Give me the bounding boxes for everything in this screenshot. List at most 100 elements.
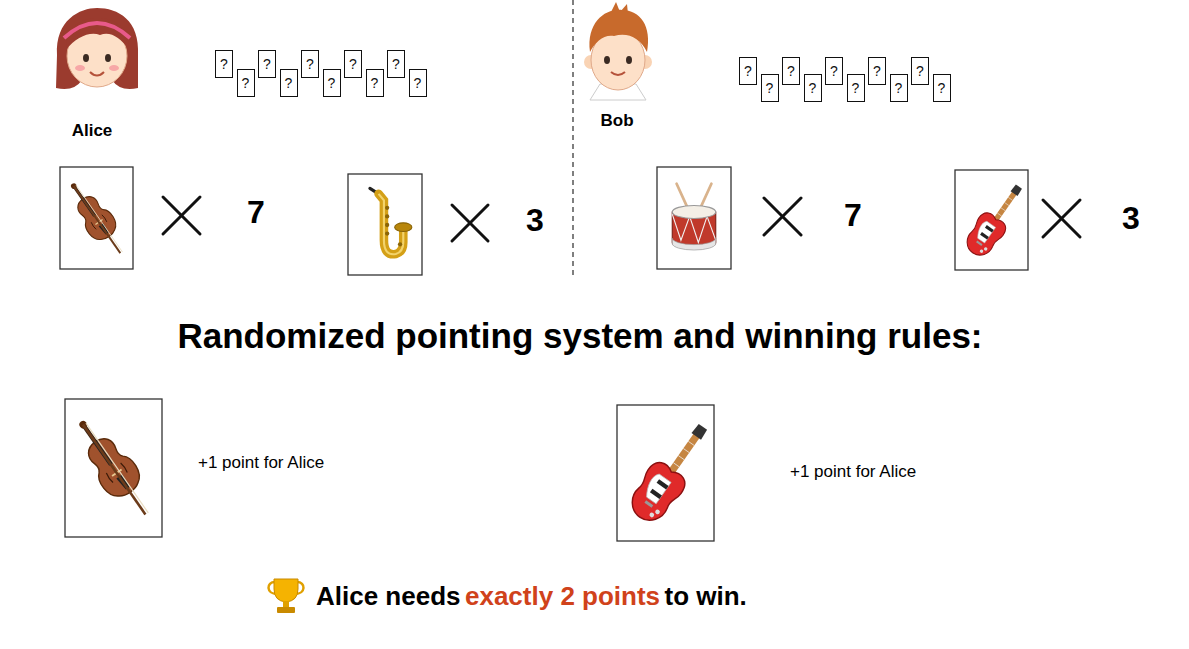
- bob-avatar: [604, 56, 610, 64]
- violin-card: [60, 175, 122, 253]
- win-line: Alice needsexactly 2 pointsto win.: [316, 581, 747, 612]
- times-sign: [452, 205, 488, 241]
- alice-avatar: [105, 54, 111, 62]
- hidden-card: ?: [387, 50, 405, 78]
- hidden-card: ?: [739, 57, 757, 85]
- hidden-card: ?: [301, 50, 319, 78]
- trophy-icon: [274, 579, 298, 602]
- win-condition-wrap: Alice needs: [316, 581, 461, 612]
- win-condition: to win.: [665, 581, 747, 612]
- card-mark: ?: [852, 81, 860, 95]
- hidden-card: ?: [215, 50, 233, 78]
- trophy-icon: [283, 601, 289, 607]
- card-mark: ?: [938, 81, 946, 95]
- card-count: 7: [844, 197, 862, 234]
- times-sign: [764, 198, 801, 235]
- times-sign: [163, 197, 1080, 241]
- guitar-rule-card: [623, 415, 719, 529]
- hidden-card: ?: [344, 50, 362, 78]
- card-mark: ?: [220, 57, 228, 71]
- card-count: 3: [1122, 200, 1140, 237]
- win-condition-wrap: to win.: [665, 581, 747, 612]
- card-count: 7: [247, 194, 265, 231]
- card-mark: ?: [787, 64, 795, 78]
- hidden-card: ?: [868, 57, 886, 85]
- guitar-card: [960, 178, 1031, 261]
- violin-rule-card: [65, 410, 148, 514]
- card-mark: ?: [242, 76, 250, 90]
- rule-text-wrap: +1 point for Alice: [198, 453, 324, 473]
- bob-avatar: [611, 72, 625, 75]
- bob-avatar: [626, 56, 632, 64]
- times-sign: [1043, 200, 1080, 237]
- win-highlight: exactly 2 points: [465, 581, 660, 612]
- title-wrap: Randomized pointing system and winning r…: [177, 316, 982, 356]
- card-mark: ?: [371, 76, 379, 90]
- title: Randomized pointing system and winning r…: [177, 316, 982, 356]
- card-count-wrap: 7: [247, 194, 265, 231]
- card-mark: ?: [895, 81, 903, 95]
- hidden-card: ?: [782, 57, 800, 85]
- alice-avatar: [83, 54, 89, 62]
- guitar-rule-card: [617, 405, 720, 541]
- alice-avatar: [56, 8, 138, 89]
- card-count-wrap: 3: [1122, 200, 1140, 237]
- saxophone-card: [348, 174, 422, 275]
- alice-avatar: [75, 65, 85, 71]
- card-mark: ?: [830, 64, 838, 78]
- trophy-icon: [268, 579, 303, 613]
- card-mark: ?: [328, 76, 336, 90]
- rule-text: +1 point for Alice: [198, 453, 324, 473]
- guitar-card: [955, 170, 1031, 270]
- times-sign: [1043, 200, 1080, 237]
- rule-text: +1 point for Alice: [790, 462, 916, 482]
- player-name-wrap: Alice: [72, 121, 113, 141]
- hidden-card: ?: [237, 69, 255, 97]
- card-count-wrap: 7: [844, 197, 862, 234]
- violin-rule-card: [65, 399, 162, 537]
- card-mark: ?: [873, 64, 881, 78]
- win-condition: Alice needs: [316, 581, 461, 612]
- saxophone-card: [348, 174, 422, 275]
- card-mark: ?: [414, 76, 422, 90]
- card-mark: ?: [766, 81, 774, 95]
- hidden-card: ?: [825, 57, 843, 85]
- drum-card: [657, 167, 731, 269]
- drum-card: [657, 167, 731, 269]
- hidden-card: ?: [366, 69, 384, 97]
- card-count: 3: [526, 202, 544, 239]
- card-count-wrap: 3: [526, 202, 544, 239]
- rule-text-wrap: +1 point for Alice: [790, 462, 916, 482]
- times-sign: [163, 197, 200, 234]
- violin-card: [60, 167, 133, 269]
- player-name: Alice: [72, 121, 113, 141]
- hidden-card: ?: [890, 74, 908, 102]
- alice-avatar: [90, 72, 104, 76]
- times-sign: [163, 197, 200, 234]
- bob-avatar: [584, 2, 652, 100]
- card-mark: ?: [263, 57, 271, 71]
- hidden-card: ?: [409, 69, 427, 97]
- card-mark: ?: [285, 76, 293, 90]
- card-mark: ?: [916, 64, 924, 78]
- card-mark: ?: [349, 57, 357, 71]
- hidden-card: ?: [911, 57, 929, 85]
- player-name-wrap: Bob: [600, 111, 633, 131]
- card-mark: ?: [809, 81, 817, 95]
- hidden-card: ?: [258, 50, 276, 78]
- trophy-icon: [277, 607, 295, 613]
- divider-line: [572, 0, 574, 276]
- card-mark: ?: [744, 64, 752, 78]
- alice-avatar: [109, 65, 119, 71]
- hidden-card: ?: [847, 74, 865, 102]
- card-mark: ?: [392, 57, 400, 71]
- hidden-card: ?: [761, 74, 779, 102]
- hidden-card: ?: [804, 74, 822, 102]
- drum-card: [672, 184, 716, 250]
- times-sign: [452, 205, 488, 241]
- saxophone-card: [370, 188, 412, 254]
- win-highlight-wrap: exactly 2 points: [465, 581, 660, 612]
- hidden-card: ?: [933, 74, 951, 102]
- alice-avatar: [64, 23, 130, 38]
